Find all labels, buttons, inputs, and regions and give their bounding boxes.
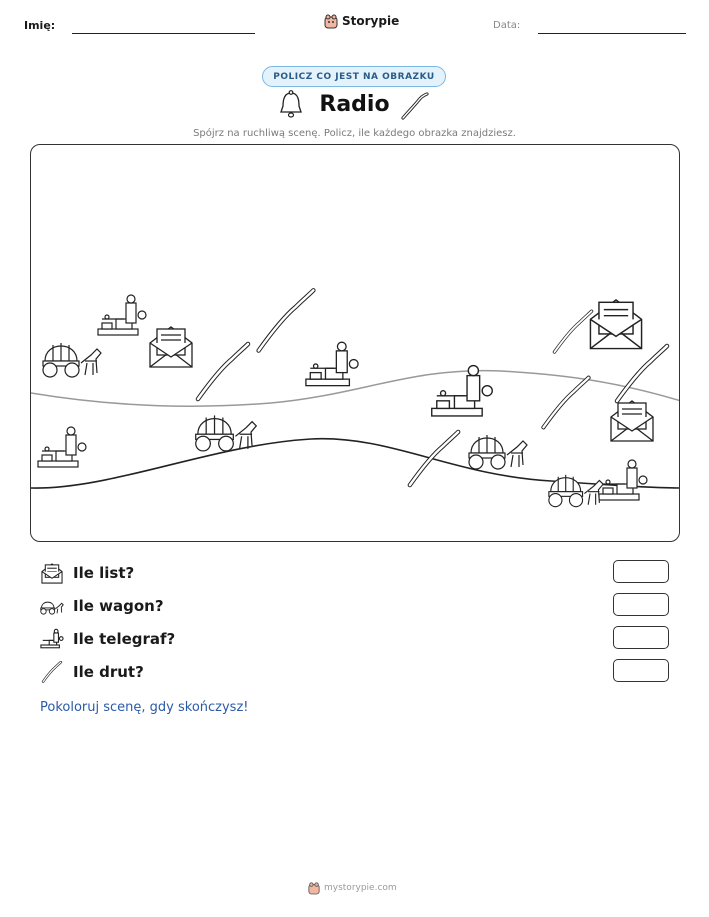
page-title: Radio (319, 92, 390, 117)
telegraph-sprite[interactable] (303, 340, 361, 394)
site-url: mystorypie.com (324, 883, 397, 893)
question-text: Ile drut? (73, 663, 144, 681)
answer-box-wagons[interactable] (613, 593, 669, 616)
task-pill: POLICZ CO JEST NA OBRAZKU (262, 66, 446, 87)
wagon-sprite[interactable] (41, 333, 103, 383)
name-line[interactable] (72, 33, 255, 34)
subtitle: Spójrz na ruchliwą scenę. Policz, ile ka… (193, 128, 516, 139)
name-label: Imię: (24, 19, 56, 32)
telegraph-sprite[interactable] (597, 458, 649, 508)
date-label: Data: (493, 20, 521, 31)
counting-scene (30, 144, 680, 542)
question-row-letters: Ile list? (40, 560, 134, 586)
telegraph-icon (40, 627, 64, 651)
wagon-sprite[interactable] (547, 465, 605, 513)
storypie-mascot-icon (308, 882, 320, 895)
answer-box-letters[interactable] (613, 560, 669, 583)
wire-icon (40, 660, 64, 684)
letter-sprite[interactable] (588, 295, 644, 355)
question-row-telegraphs: Ile telegraf? (40, 626, 175, 652)
title-row: Radio (0, 90, 709, 124)
wire-sprite[interactable] (539, 375, 593, 435)
answer-box-wires[interactable] (613, 659, 669, 682)
question-row-wires: Ile drut? (40, 659, 144, 685)
wire-sprite[interactable] (194, 341, 252, 407)
brand-logo: Storypie (324, 13, 399, 29)
telegraph-sprite[interactable] (34, 425, 90, 475)
question-row-wagons: Ile wagon? (40, 593, 164, 619)
answer-box-telegraphs[interactable] (613, 626, 669, 649)
storypie-mascot-icon (324, 14, 338, 29)
letter-sprite[interactable] (609, 397, 655, 447)
wire-sprite[interactable] (253, 287, 319, 359)
wire-sprite[interactable] (405, 429, 463, 493)
wire-icon (401, 92, 429, 120)
question-text: Ile wagon? (73, 597, 164, 615)
date-line[interactable] (538, 33, 686, 34)
wire-sprite[interactable] (613, 343, 671, 409)
wagon-sprite[interactable] (467, 425, 529, 475)
wire-sprite[interactable] (551, 309, 595, 359)
brand-name: Storypie (342, 14, 400, 28)
telegraph-sprite[interactable] (96, 293, 148, 343)
question-text: Ile telegraf? (73, 630, 176, 648)
question-text: Ile list? (73, 564, 135, 582)
bell-icon (280, 90, 302, 118)
site-footer: mystorypie.com (308, 881, 397, 895)
wagon-sprite[interactable] (193, 405, 259, 457)
wagon-icon (40, 594, 64, 618)
letter-icon (40, 561, 64, 585)
footer-note: Pokoloruj scenę, gdy skończysz! (40, 700, 249, 715)
letter-sprite[interactable] (148, 323, 194, 373)
telegraph-sprite[interactable] (427, 363, 497, 425)
